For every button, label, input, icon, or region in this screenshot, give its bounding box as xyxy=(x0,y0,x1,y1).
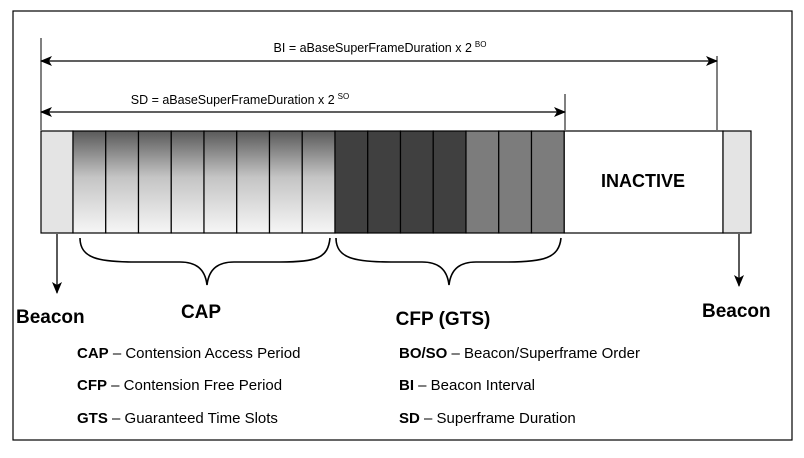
inactive-region xyxy=(563,130,724,234)
bi-formula-text: BI = aBaseSuperFrameDuration x 2 xyxy=(274,41,472,55)
legend-cfp: CFP – Contension Free Period xyxy=(77,377,282,394)
legend-cap: CAP – Contension Access Period xyxy=(77,345,300,362)
cfp-slot-mid xyxy=(498,130,533,234)
cap-slot xyxy=(301,130,336,234)
cfp-label: CFP (GTS) xyxy=(396,309,491,330)
cfp-slot-dark xyxy=(432,130,467,234)
beacon-slot-left xyxy=(40,130,74,234)
cfp-slot-mid xyxy=(530,130,565,234)
beacon-slot-right xyxy=(722,130,752,234)
cap-brace xyxy=(79,237,331,286)
cap-slot xyxy=(105,130,140,234)
cap-label: CAP xyxy=(181,302,221,323)
legend-desc: – Beacon/Superframe Order xyxy=(447,345,640,362)
beacon-right-label: Beacon xyxy=(702,301,771,322)
beacon-left-label: Beacon xyxy=(16,307,85,328)
legend-term: BI xyxy=(399,377,414,394)
cfp-brace xyxy=(335,237,562,286)
legend-gts: GTS – Guaranteed Time Slots xyxy=(77,410,278,427)
legend-desc: – Beacon Interval xyxy=(414,377,535,394)
cap-slot xyxy=(72,130,107,234)
legend-boso: BO/SO – Beacon/Superframe Order xyxy=(399,345,640,362)
cfp-slot-dark xyxy=(399,130,434,234)
cap-slot xyxy=(203,130,238,234)
cap-slot xyxy=(137,130,172,234)
superframe-bar xyxy=(40,130,752,234)
cap-slot xyxy=(170,130,205,234)
cap-slot xyxy=(268,130,303,234)
sd-formula-exponent: SO xyxy=(338,92,350,101)
outer-frame xyxy=(12,10,793,441)
legend-desc: – Contension Free Period xyxy=(107,377,283,394)
bi-formula-exponent: BO xyxy=(475,40,487,49)
legend-term: BO/SO xyxy=(399,345,448,362)
cfp-slot-dark xyxy=(334,130,369,234)
legend-term: CFP xyxy=(77,377,107,394)
cfp-slot-dark xyxy=(367,130,402,234)
inactive-label: INACTIVE xyxy=(601,171,685,191)
cap-slot xyxy=(236,130,271,234)
legend-desc: – Superframe Duration xyxy=(419,410,576,427)
sd-formula-text: SD = aBaseSuperFrameDuration x 2 xyxy=(131,93,335,107)
legend-desc: – Guaranteed Time Slots xyxy=(107,410,278,427)
legend-term: GTS xyxy=(77,410,108,427)
legend-bi: BI – Beacon Interval xyxy=(399,377,535,394)
cfp-slot-mid xyxy=(465,130,500,234)
legend-desc: – Contension Access Period xyxy=(108,345,301,362)
legend-sd: SD – Superframe Duration xyxy=(399,410,576,427)
legend-term: CAP xyxy=(77,345,109,362)
legend-term: SD xyxy=(399,410,420,427)
